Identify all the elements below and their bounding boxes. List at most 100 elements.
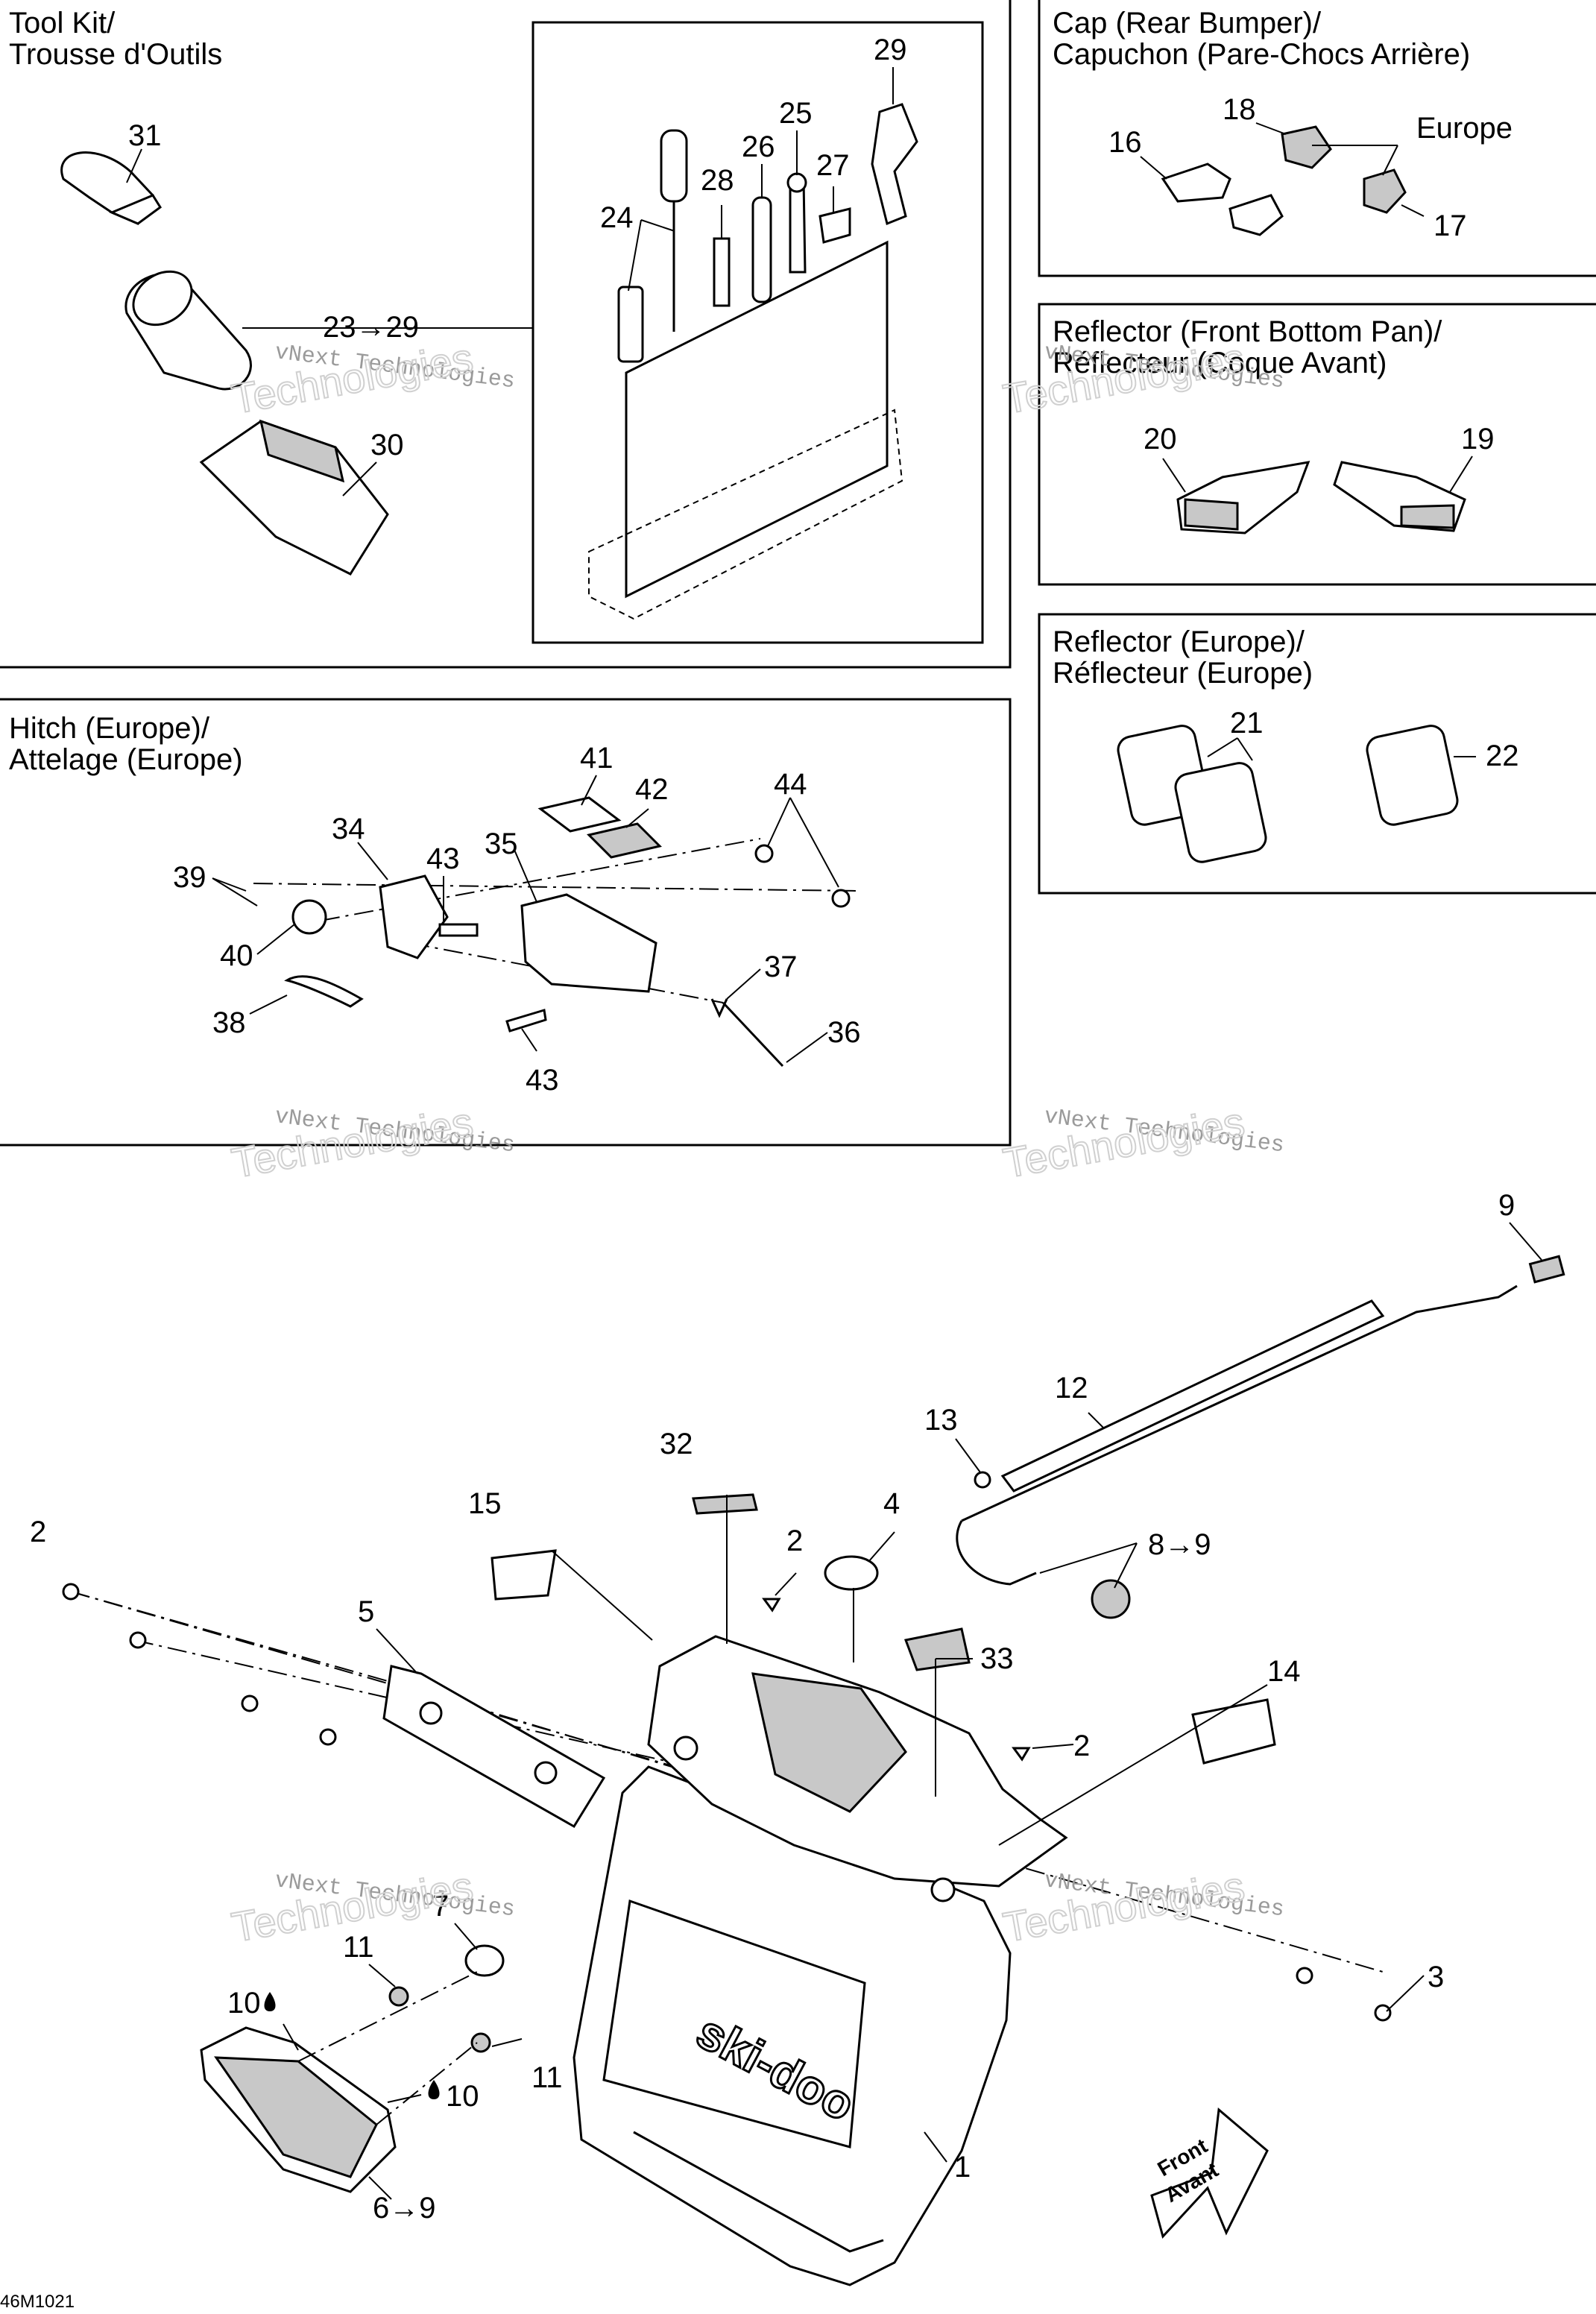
bolt-3a <box>1296 1967 1313 1984</box>
spark-plug-tool <box>751 196 772 303</box>
callout-36: 36 <box>827 1016 861 1049</box>
bracket-5-hole-b <box>534 1761 558 1785</box>
leader-10a <box>283 2023 299 2051</box>
callout-12: 12 <box>1055 1372 1088 1405</box>
callout-43a: 43 <box>426 842 460 875</box>
callout-34: 34 <box>332 813 365 845</box>
decal-33 <box>903 1627 971 1671</box>
leader-18 <box>1255 122 1287 135</box>
callout-42: 42 <box>635 773 669 806</box>
hitch-44b <box>831 889 851 908</box>
callout-33: 33 <box>980 1642 1014 1675</box>
leader-30 <box>342 461 377 496</box>
leader-lines <box>126 67 1542 2200</box>
leader-34 <box>357 842 388 880</box>
tail-light-lens <box>214 2056 378 2178</box>
oil-drop-icon <box>428 2080 440 2099</box>
rivet-2 <box>762 1598 781 1612</box>
callout-29: 29 <box>874 34 907 66</box>
leader-11a <box>368 1964 396 1987</box>
cap-frame <box>1038 0 1596 277</box>
callout-14: 14 <box>1267 1655 1301 1688</box>
hitch-title: Hitch (Europe)/ Attelage (Europe) <box>9 713 243 775</box>
wrench-head <box>786 172 807 193</box>
callout-8-9: 8→9 <box>1148 1528 1211 1561</box>
reflector-21b <box>1174 762 1267 863</box>
snow-flap-recess <box>602 1899 866 2149</box>
callout-32: 32 <box>660 1428 693 1460</box>
callout-28: 28 <box>701 164 734 197</box>
tool-clip <box>818 207 851 244</box>
reflector-europe-parts <box>1117 725 1459 863</box>
leader-21 <box>1207 737 1253 761</box>
bulb-line <box>297 1971 478 2062</box>
leader-10b <box>387 2094 422 2103</box>
leader-2a <box>775 1572 797 1596</box>
leader-40 <box>256 924 295 955</box>
screwdriver-bit <box>617 286 644 363</box>
leader-6-9 <box>368 2176 392 2200</box>
watermark-outline: Technologies <box>1000 1862 1248 1951</box>
callout-18: 18 <box>1223 93 1256 126</box>
watermark-outline: Technologies <box>228 334 476 423</box>
grommet-13 <box>974 1471 991 1489</box>
hitch-frame <box>0 698 1012 1147</box>
callout-2b: 2 <box>786 1525 803 1557</box>
cap-title-fr: Capuchon (Pare-Chocs Arrière) <box>1053 38 1471 71</box>
tool-kit-title-fr: Trousse d'Outils <box>9 38 223 71</box>
rear-cap-hole-right <box>930 1877 956 1902</box>
callout-40: 40 <box>220 939 253 972</box>
leader-3 <box>1386 1975 1425 2012</box>
hitch-44a <box>754 844 774 863</box>
leader-43b <box>521 1028 537 1052</box>
cap-europe-label: Europe <box>1416 112 1513 145</box>
hitch-34 <box>379 874 449 959</box>
leader-2c <box>1032 1744 1074 1749</box>
callout-11b: 11 <box>532 2061 563 2094</box>
rear-cap-hole-left <box>673 1736 698 1761</box>
leader-38 <box>249 994 288 1015</box>
hitch-41 <box>537 796 622 833</box>
callout-4: 4 <box>883 1487 900 1520</box>
leader-35 <box>514 849 537 903</box>
callout-15: 15 <box>468 1487 502 1520</box>
callout-22: 22 <box>1486 740 1519 772</box>
callout-6-9: 6→9 <box>373 2192 436 2225</box>
hitch-43a <box>438 923 479 937</box>
tool-kit-title-en: Tool Kit/ <box>9 7 116 40</box>
hitch-40 <box>291 899 327 935</box>
reflector-22 <box>1366 725 1459 826</box>
tool-pouch-end <box>132 270 193 327</box>
tool-kit-frame <box>0 0 1012 669</box>
screwdriver-handle <box>660 129 688 203</box>
grommet-11b <box>470 2032 491 2053</box>
rear-assembly <box>62 1255 1565 2286</box>
rear-cap-opening <box>751 1672 907 1813</box>
callout-24: 24 <box>600 201 634 234</box>
panel-frames <box>0 0 1596 1147</box>
leader-42 <box>625 808 649 828</box>
watermark-outline: Technologies <box>1000 334 1248 423</box>
callout-11a: 11 <box>343 1931 374 1964</box>
cap-title: Cap (Rear Bumper)/ Capuchon (Pare-Chocs … <box>1053 7 1470 70</box>
leader-7 <box>454 1923 478 1950</box>
emblem-4 <box>824 1555 879 1591</box>
belt-puller <box>871 103 918 226</box>
reflector-europe-title-en: Reflector (Europe)/ <box>1053 625 1305 658</box>
callout-20: 20 <box>1144 423 1177 455</box>
leader-4 <box>868 1531 895 1563</box>
reflector-front-parts <box>1176 461 1466 535</box>
leader-41 <box>581 775 597 806</box>
leader-20 <box>1162 458 1186 493</box>
reflector-19-grid <box>1400 504 1455 529</box>
callout-31: 31 <box>128 119 162 152</box>
callout-43b: 43 <box>526 1064 559 1097</box>
callout-21: 21 <box>1230 707 1264 740</box>
leader-12 <box>1088 1412 1104 1428</box>
leader-5 <box>376 1628 418 1674</box>
callout-13: 13 <box>924 1404 958 1437</box>
tool-board-pocket <box>588 409 903 620</box>
callout-9: 9 <box>1498 1189 1515 1222</box>
callout-3: 3 <box>1428 1961 1444 1993</box>
